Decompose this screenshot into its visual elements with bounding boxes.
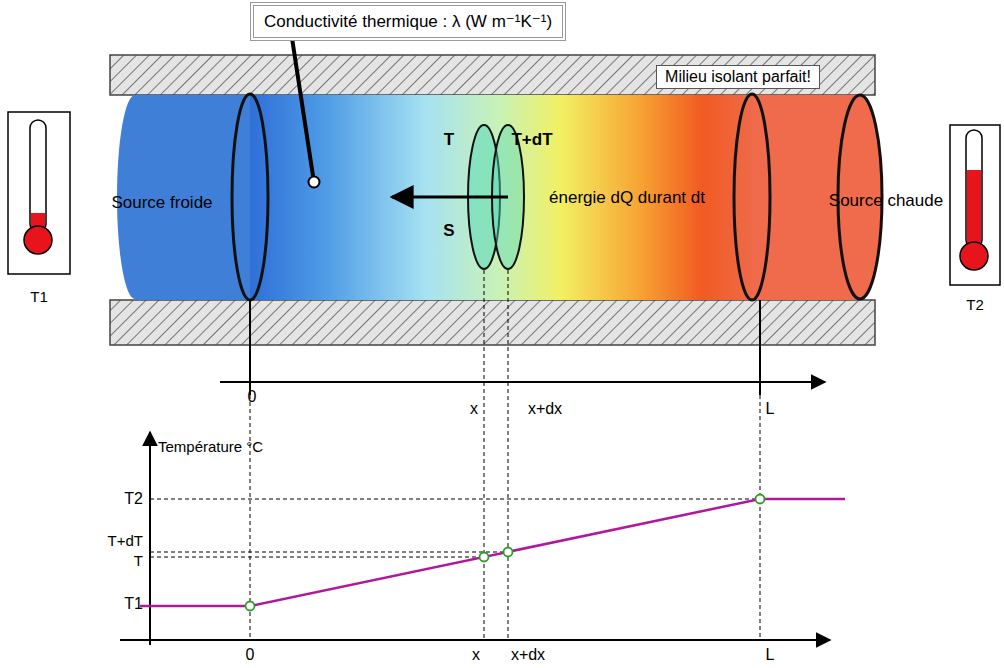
guide-lines (150, 270, 760, 640)
energy-label: énergie dQ durant dt (547, 188, 707, 208)
thermometer-liquid (967, 170, 981, 250)
axis-tick-label: L (766, 400, 775, 418)
area-label: S (443, 221, 454, 241)
temperature-label: T (444, 130, 454, 150)
thermometer-frame (8, 112, 70, 274)
thermometer-label: T1 (30, 288, 48, 305)
part-label: Source froide (111, 193, 212, 213)
axis-tick-label: T2 (124, 490, 143, 508)
thermometer-bulb (24, 226, 52, 254)
node-text: Milieu isolant parfait! (665, 68, 811, 86)
y-axis (149, 432, 151, 645)
bar-gradient (250, 95, 753, 300)
temperature-curve (140, 499, 845, 606)
x-axis (120, 639, 830, 641)
axis-tick-label: x (472, 646, 480, 664)
part-label: Source chaude (829, 191, 943, 211)
property-box: Conductivité thermique : λ (W m⁻¹K⁻¹) (250, 2, 566, 41)
insulation-top (110, 55, 875, 95)
curve-points (246, 495, 765, 611)
tick (759, 300, 761, 395)
axis-tick-label: x (470, 400, 478, 418)
energy-arrow (392, 196, 508, 199)
axis-tick-label: 0 (246, 646, 255, 664)
axis-tick-label: T1 (124, 595, 143, 613)
axis-tick-label: T+dT (108, 532, 143, 549)
tick (249, 300, 251, 395)
insulation-label-box: Milieu isolant parfait! (656, 65, 820, 89)
leader-line (292, 38, 313, 176)
axis-tick-label: L (766, 646, 775, 664)
thermometer-frame (950, 125, 1000, 285)
thermometer-label: T2 (966, 296, 984, 313)
axis-tick-label: x+dx (511, 646, 545, 664)
hot-face (734, 94, 770, 300)
node-text: Conductivité thermique : λ (W m⁻¹K⁻¹) (264, 11, 552, 32)
axis-title: Température °C (158, 438, 263, 455)
axis-tick-label: x+dx (528, 400, 562, 418)
axis-tick-label: 0 (248, 388, 257, 406)
x-axis (220, 381, 825, 383)
thermometer-bulb (960, 242, 988, 270)
temperature-label: T+dT (511, 130, 552, 150)
point-marker (309, 177, 320, 188)
cold-face (232, 94, 268, 300)
axis-tick-label: T (134, 552, 143, 569)
